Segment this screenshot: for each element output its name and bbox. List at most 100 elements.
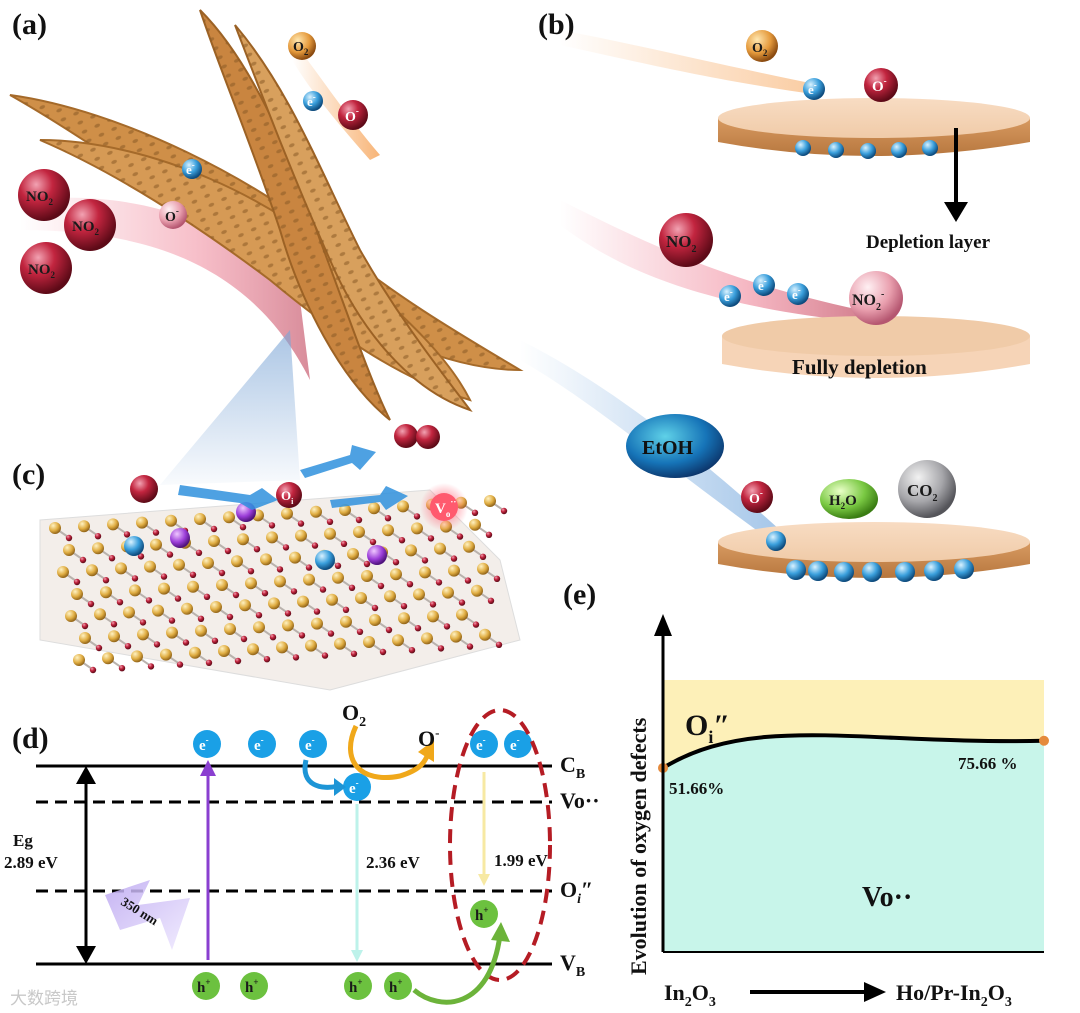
x-end-sub: 2	[981, 995, 988, 1010]
oxygen-atom	[234, 657, 242, 665]
indium-atom	[166, 626, 178, 639]
oxygen-ion-charge: -	[356, 106, 359, 116]
x-start-tail: O	[692, 980, 709, 1005]
eg-arrow-bottom	[76, 946, 96, 964]
no2-subscript-1: 2	[49, 197, 54, 207]
indium-atom	[469, 518, 481, 531]
indium-atom	[384, 590, 396, 603]
electron-superscript-2: -	[192, 160, 195, 170]
o2-reduction-arrowhead	[418, 740, 434, 762]
indium-atom	[340, 615, 352, 628]
vacancy-subscript: o	[446, 509, 451, 519]
oxygen-atom	[123, 531, 131, 538]
cb-label: C	[560, 752, 576, 777]
indium-atom	[224, 623, 236, 635]
oxygen-atom	[319, 586, 327, 593]
oxygen-atom	[145, 597, 153, 604]
vacancy-superscript: ··	[450, 497, 456, 507]
svg-text:Ho/Pr-In2O3: Ho/Pr-In2O3	[896, 980, 1012, 1010]
indium-atom	[434, 542, 446, 555]
oxygen-atom	[137, 553, 145, 560]
oxygen-atom	[297, 520, 305, 527]
b-oxygen-ion-text: O	[872, 79, 884, 95]
no2-ion-molecule	[849, 271, 903, 325]
d-e5-sup: -	[483, 735, 486, 745]
x-end-sub2: 3	[1005, 995, 1012, 1010]
oxygen-atom	[81, 622, 89, 630]
oxygen-atom	[261, 590, 269, 597]
b-electron-1-sup: -	[814, 80, 817, 90]
indium-atom	[363, 636, 375, 648]
indium-atom	[57, 566, 69, 578]
svg-text:NO2: NO2	[26, 189, 54, 207]
svg-text:e-: e-	[510, 735, 520, 754]
oxygen-atom	[472, 621, 480, 628]
oxygen-atom	[340, 540, 348, 547]
d-h1-sup: +	[483, 905, 488, 915]
praseodymium-atom	[367, 545, 387, 565]
o2-text: O	[293, 40, 304, 55]
oxygen-atom	[263, 656, 271, 663]
no2-subscript-2: 2	[95, 227, 100, 237]
oxygen-atom	[385, 626, 393, 634]
no2-molecule-2: NO2	[64, 199, 116, 251]
indium-atom	[253, 621, 265, 634]
indium-atom	[326, 593, 338, 606]
panel-a-label: (a)	[12, 8, 47, 41]
d-h3-sup: +	[253, 977, 258, 987]
b-oxygen-ion	[864, 68, 898, 102]
co2-text: CO	[907, 481, 933, 500]
oxygen-atom	[443, 623, 451, 630]
indium-atom	[218, 645, 230, 657]
oxygen-atom	[284, 610, 292, 617]
oxygen-atom	[276, 566, 284, 573]
x-start-sub: 2	[685, 995, 692, 1010]
electron-flow-arrow-2	[300, 445, 376, 478]
svg-text:e-: e-	[186, 160, 195, 177]
no2-ion-text: NO	[852, 292, 876, 309]
indium-atom	[303, 573, 315, 586]
indium-atom	[49, 522, 61, 534]
panel-d-label: (d)	[12, 722, 49, 755]
d-h4-sup: +	[357, 977, 362, 987]
oxygen-atom	[342, 606, 350, 613]
oxygen-atom	[363, 560, 371, 568]
no2-subscript-3: 2	[51, 270, 56, 280]
indium-atom	[195, 624, 207, 637]
adsorbed-oxygen-ion	[159, 201, 187, 229]
electron-superscript: -	[313, 92, 316, 102]
depletion-arrow-head	[944, 202, 968, 222]
indium-atom	[247, 643, 259, 656]
d-e2-sup: -	[261, 735, 264, 745]
c-oxygen-ion-charge: -	[760, 488, 763, 498]
oi-level-subscript: i	[577, 892, 581, 907]
svg-text:Oi: Oi	[281, 488, 294, 506]
d-e4-sup: -	[356, 778, 359, 788]
upper-region-sub: i	[708, 727, 713, 747]
oxygen-atom	[182, 639, 190, 646]
oxygen-atom	[255, 612, 263, 619]
svg-text:e-: e-	[758, 276, 767, 293]
sensor-disc-2	[722, 316, 1030, 378]
oxygen-atom	[79, 556, 87, 564]
c-oxygen-ion	[741, 481, 773, 513]
indium-atom	[63, 544, 75, 556]
indium-atom	[347, 548, 359, 560]
indium-atom	[471, 584, 483, 597]
oxygen-atom	[471, 509, 479, 516]
o2-reduction-path	[348, 724, 431, 780]
lower-region	[663, 735, 1044, 952]
oi-label: O	[281, 488, 291, 503]
svg-text:CO2: CO2	[907, 481, 938, 504]
indium-atom	[92, 542, 104, 555]
svg-text:In2O3: In2O3	[664, 980, 716, 1010]
oxygen-atom	[371, 604, 379, 612]
no2-text-1: NO	[26, 189, 49, 205]
svg-text:e-: e-	[254, 735, 264, 754]
indium-atom	[181, 602, 193, 615]
oxygen-atom	[226, 613, 234, 621]
oxygen-atom	[414, 625, 422, 632]
indium-atom	[223, 511, 235, 524]
defect-curve	[661, 733, 1045, 770]
oxygen-atom	[116, 599, 124, 606]
